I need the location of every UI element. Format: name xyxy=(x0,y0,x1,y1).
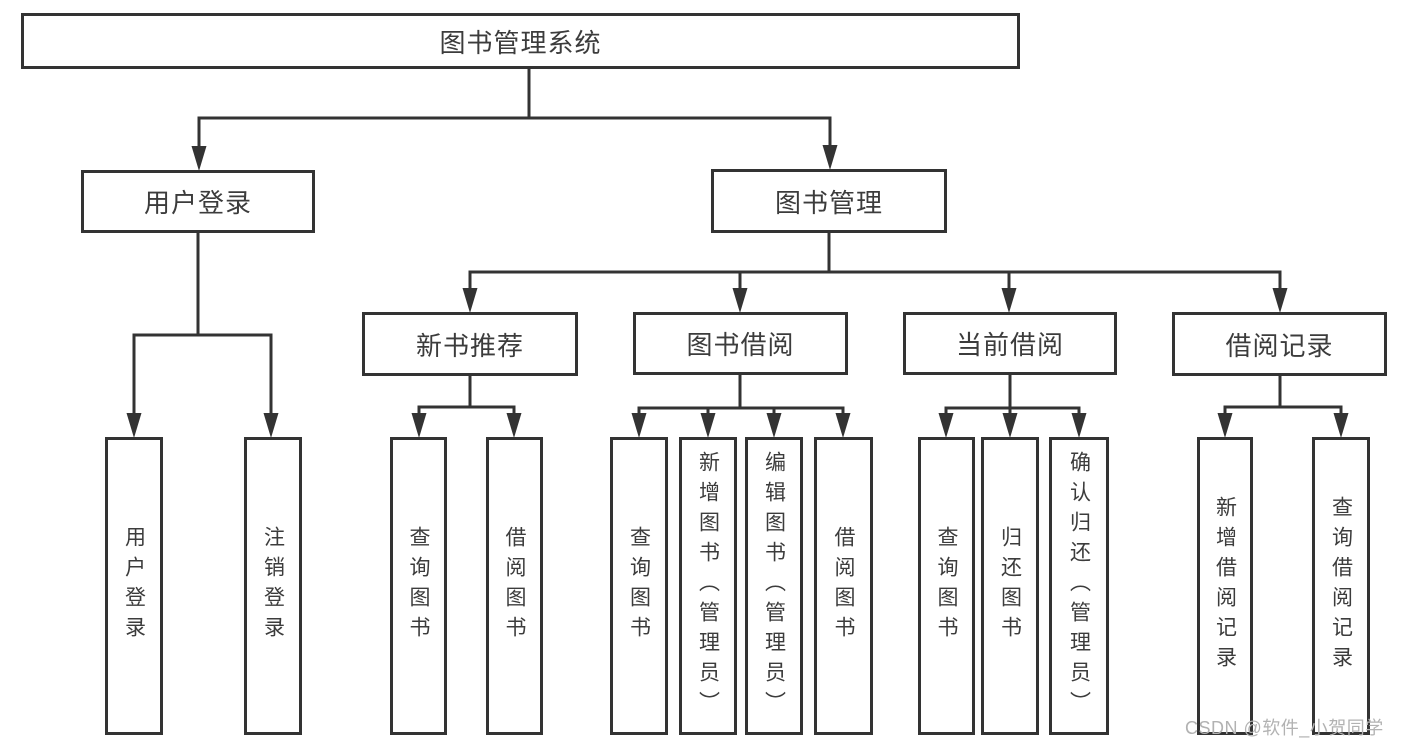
node-label: 图书管理 xyxy=(774,187,883,218)
node-label: 借阅记录 xyxy=(1225,330,1334,361)
node-label: 用户登录 xyxy=(143,188,252,218)
leaf-query-books-recommend: 查询图书 xyxy=(390,437,447,735)
node-label: 查询图书 xyxy=(935,526,958,646)
node-label: 归还图书 xyxy=(998,526,1022,646)
node-root-library-management-system: 图书管理系统 xyxy=(21,13,1020,69)
node-label: 新增借阅记录 xyxy=(1213,496,1237,676)
node-label: 图书管理系统 xyxy=(439,27,602,58)
node-label: 新增图书（管理员） xyxy=(696,451,720,721)
leaf-query-books-current: 查询图书 xyxy=(918,437,975,735)
node-book-management: 图书管理 xyxy=(711,169,947,233)
leaf-logout: 注销登录 xyxy=(244,437,302,735)
node-user-login: 用户登录 xyxy=(81,170,315,233)
node-label: 借阅图书 xyxy=(832,526,855,646)
node-label: 确认归还（管理员） xyxy=(1067,451,1091,721)
node-label: 编辑图书（管理员） xyxy=(762,451,786,721)
node-label: 图书借阅 xyxy=(686,330,795,360)
leaf-add-book-admin: 新增图书（管理员） xyxy=(679,437,737,735)
node-label: 当前借阅 xyxy=(955,330,1064,360)
node-label: 注销登录 xyxy=(261,526,285,646)
node-borrow-records: 借阅记录 xyxy=(1172,312,1387,376)
node-label: 查询图书 xyxy=(627,526,651,646)
node-label: 用户登录 xyxy=(122,526,146,646)
node-book-borrow: 图书借阅 xyxy=(633,312,848,375)
leaf-edit-book-admin: 编辑图书（管理员） xyxy=(745,437,803,735)
node-label: 查询借阅记录 xyxy=(1329,496,1353,676)
leaf-borrow-books-recommend: 借阅图书 xyxy=(486,437,543,735)
leaf-query-books-borrow: 查询图书 xyxy=(610,437,668,735)
leaf-return-book: 归还图书 xyxy=(981,437,1039,735)
leaf-query-borrow-record: 查询借阅记录 xyxy=(1312,437,1370,735)
node-label: 借阅图书 xyxy=(503,526,526,646)
node-label: 查询图书 xyxy=(407,526,430,646)
csdn-watermark: CSDN @软件_小贺同学 xyxy=(1185,718,1384,738)
leaf-user-login: 用户登录 xyxy=(105,437,163,735)
leaf-add-borrow-record: 新增借阅记录 xyxy=(1197,437,1253,735)
node-new-book-recommend: 新书推荐 xyxy=(362,312,578,376)
node-label: 新书推荐 xyxy=(415,330,524,361)
leaf-confirm-return-admin: 确认归还（管理员） xyxy=(1049,437,1109,735)
leaf-borrow-books: 借阅图书 xyxy=(814,437,873,735)
node-current-borrow: 当前借阅 xyxy=(903,312,1117,375)
